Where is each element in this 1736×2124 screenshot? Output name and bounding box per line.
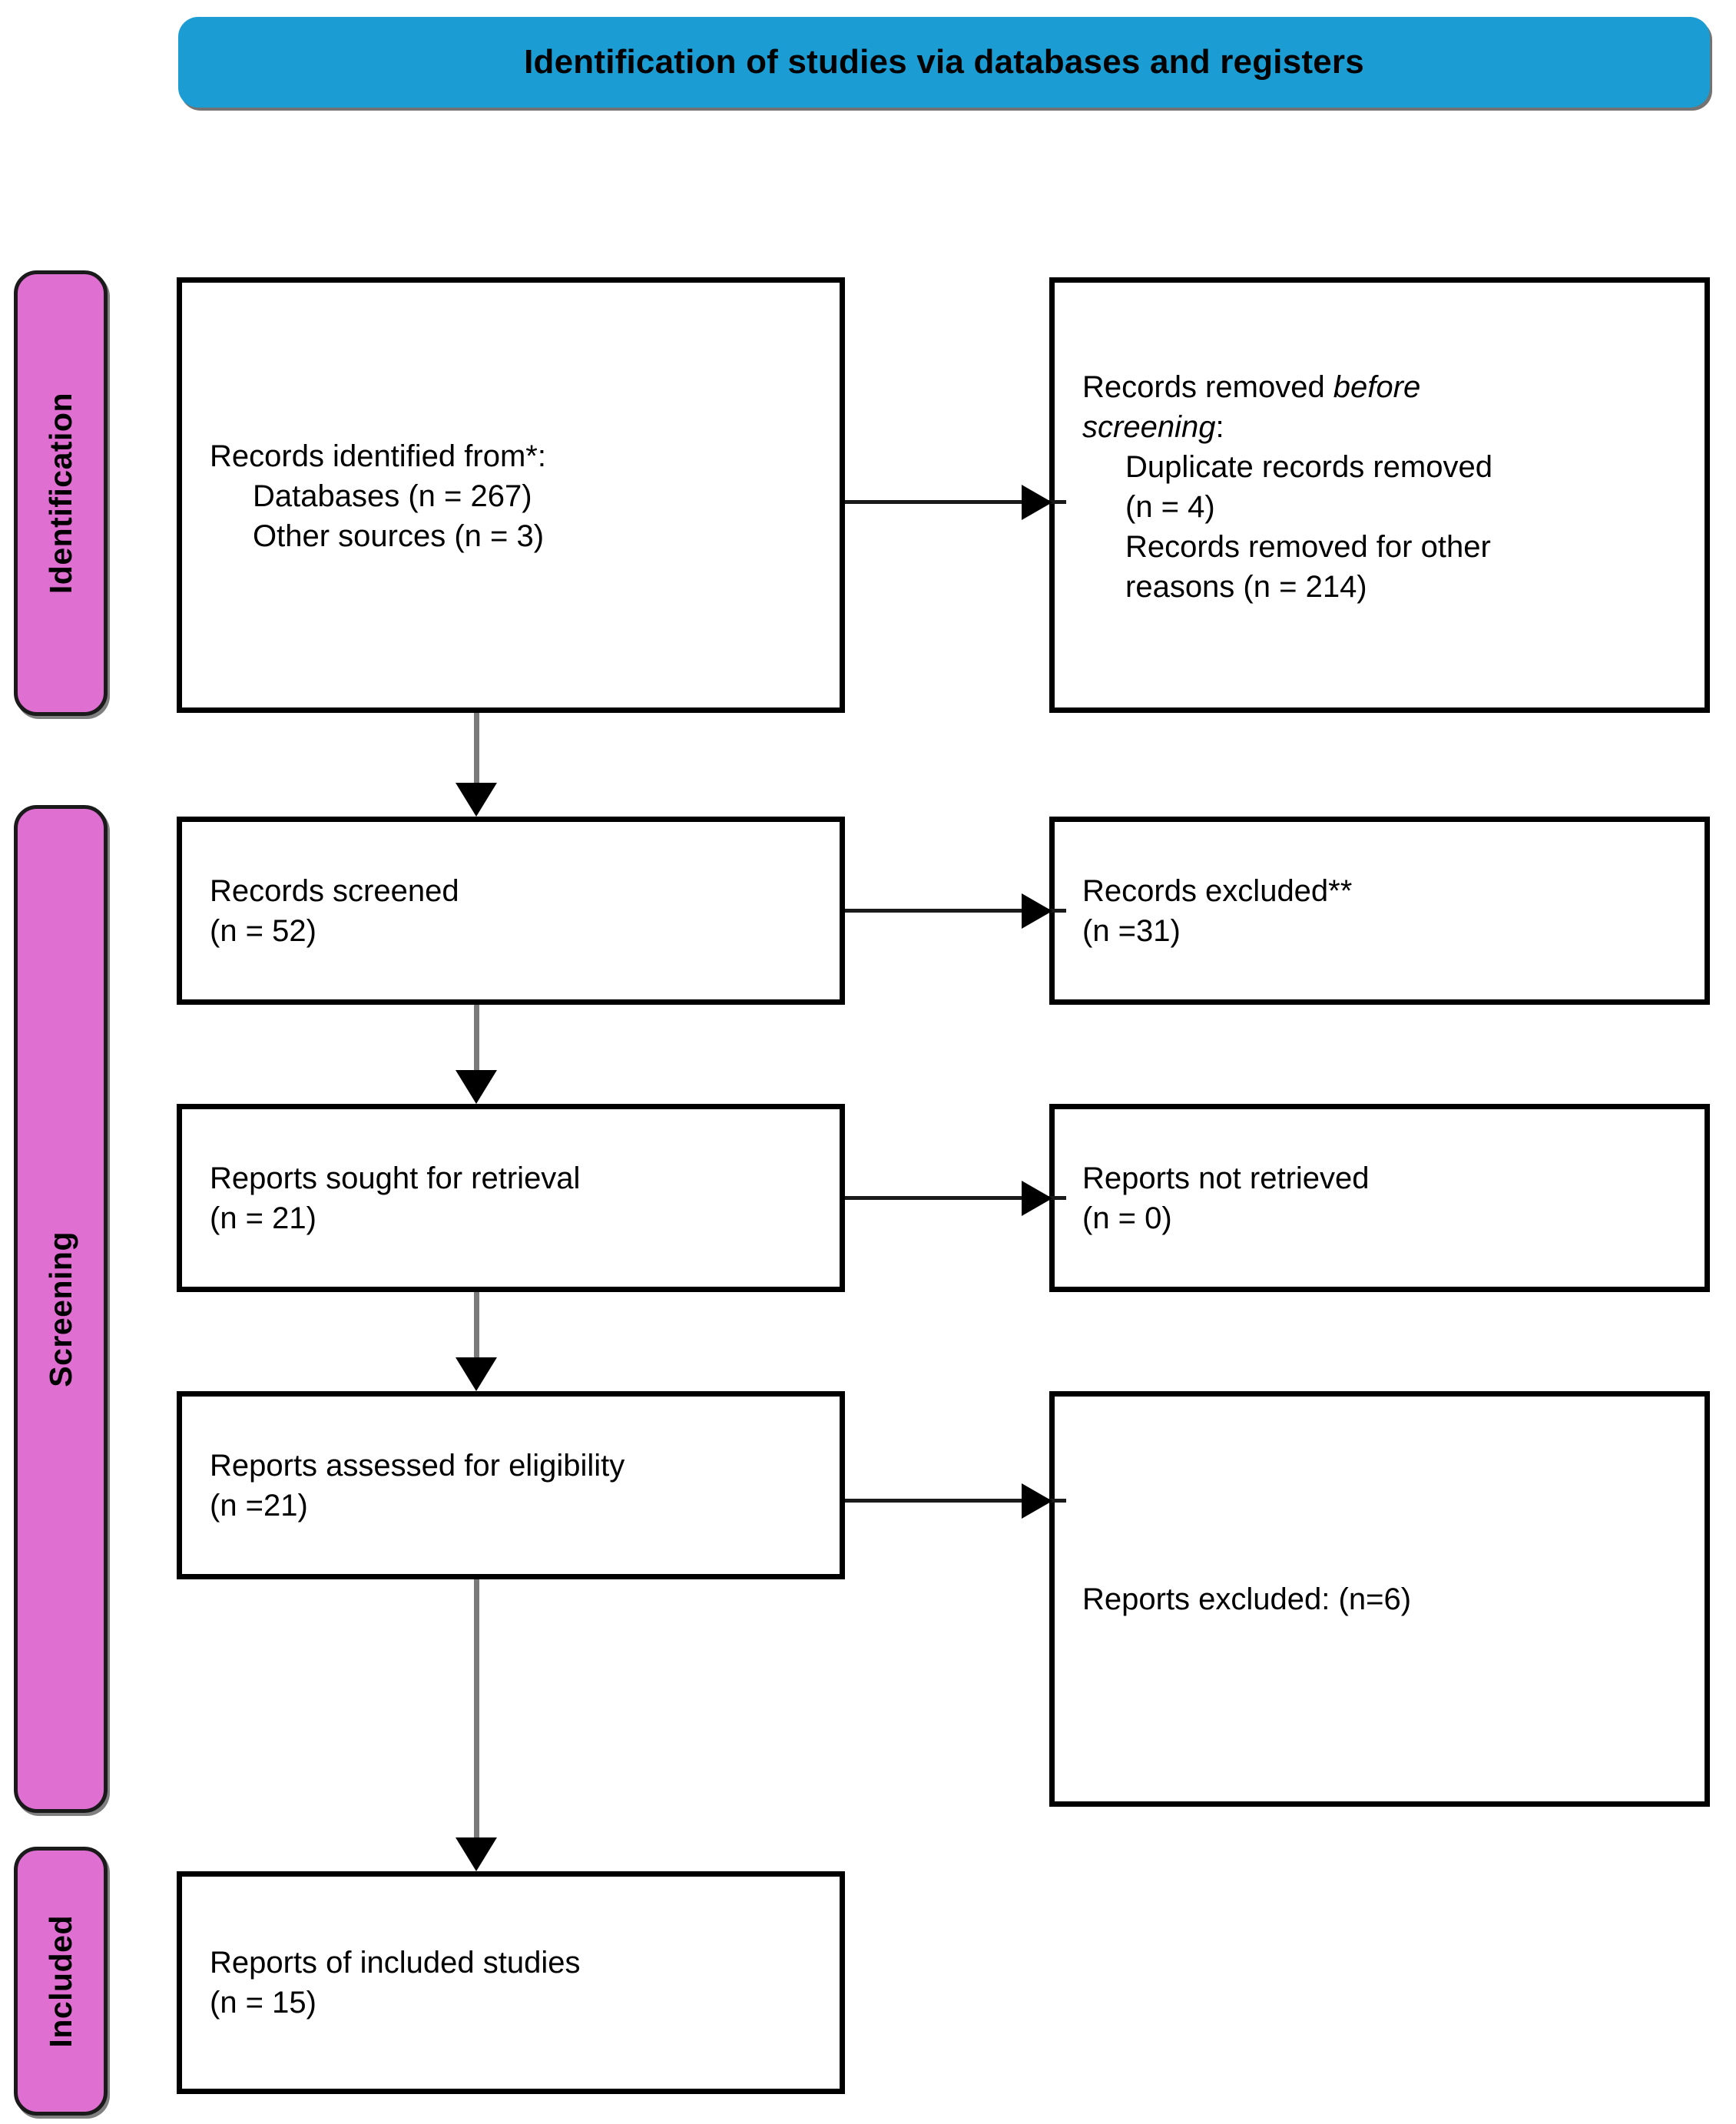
box-reports-sought-for-retrieval: Reports sought for retrieval (n = 21) xyxy=(177,1104,845,1292)
box-records-identified: Records identified from*: Databases (n =… xyxy=(177,277,845,713)
box-reports-of-included-studies: Reports of included studies (n = 15) xyxy=(177,1871,845,2094)
arrow-screened-to-excluded-line xyxy=(845,909,1066,913)
records-removed-colon: : xyxy=(1215,410,1224,444)
reports-not-retrieved-count: (n = 0) xyxy=(1082,1201,1172,1235)
arrow-identified-to-removed-line xyxy=(845,500,1066,504)
records-identified-other-sources: Other sources (n = 3) xyxy=(253,519,545,553)
stage-label-screening: Screening xyxy=(14,805,108,1813)
records-screened-count: (n = 52) xyxy=(210,913,316,948)
arrow-identified-to-removed-head xyxy=(1022,485,1052,520)
arrow-assessed-to-reports-excluded-line xyxy=(845,1499,1066,1503)
duplicate-records-removed-count: (n = 4) xyxy=(1125,490,1215,524)
records-screened-label: Records screened xyxy=(210,873,459,908)
reports-assessed-label: Reports assessed for eligibility xyxy=(210,1448,625,1483)
records-excluded-label: Records excluded** xyxy=(1082,873,1353,908)
records-removed-prefix: Records removed xyxy=(1082,370,1333,404)
records-removed-heading-line-1: Records removed before xyxy=(1082,367,1677,407)
records-removed-italic-before: before xyxy=(1333,370,1421,404)
box-records-excluded: Records excluded** (n =31) xyxy=(1049,817,1710,1005)
arrow-assessed-to-reports-excluded-head xyxy=(1022,1483,1052,1519)
box-records-removed-before-screening: Records removed before screening: Duplic… xyxy=(1049,277,1710,713)
reports-included-label: Reports of included studies xyxy=(210,1946,581,1980)
records-identified-line-1: Records identified from*: xyxy=(210,439,546,473)
box-records-screened: Records screened (n = 52) xyxy=(177,817,845,1005)
arrow-identified-to-screened-head xyxy=(456,783,497,817)
arrow-sought-to-not-retrieved-line xyxy=(845,1196,1066,1200)
arrow-sought-to-not-retrieved-head xyxy=(1022,1181,1052,1216)
reports-sought-label: Reports sought for retrieval xyxy=(210,1161,581,1195)
arrow-screened-to-excluded-head xyxy=(1022,893,1052,929)
duplicate-records-removed-label: Duplicate records removed xyxy=(1125,450,1492,484)
box-reports-excluded: Reports excluded: (n=6) xyxy=(1049,1391,1710,1807)
box-reports-assessed-for-eligibility: Reports assessed for eligibility (n =21) xyxy=(177,1391,845,1579)
records-removed-other-reasons-label: Records removed for other xyxy=(1125,530,1491,564)
records-removed-other-reasons-count: reasons (n = 214) xyxy=(1125,570,1367,604)
stage-included-text: Included xyxy=(42,1914,78,2048)
records-excluded-count: (n =31) xyxy=(1082,913,1181,948)
stage-identification-text: Identification xyxy=(42,392,78,595)
stage-screening-text: Screening xyxy=(42,1231,78,1387)
arrow-identified-to-screened-line xyxy=(474,713,479,786)
reports-excluded-label: Reports excluded: (n=6) xyxy=(1082,1582,1412,1616)
arrow-sought-to-assessed-head xyxy=(456,1357,497,1391)
diagram-header-banner: Identification of studies via databases … xyxy=(178,17,1710,108)
reports-assessed-count: (n =21) xyxy=(210,1488,308,1523)
records-removed-italic-screening: screening xyxy=(1082,410,1216,444)
arrow-screened-to-sought-line xyxy=(474,1005,479,1078)
records-removed-heading-line-2: screening: xyxy=(1082,407,1677,447)
reports-sought-count: (n = 21) xyxy=(210,1201,316,1235)
stage-label-identification: Identification xyxy=(14,270,108,716)
arrow-screened-to-sought-head xyxy=(456,1070,497,1104)
banner-title: Identification of studies via databases … xyxy=(524,43,1364,81)
box-reports-not-retrieved: Reports not retrieved (n = 0) xyxy=(1049,1104,1710,1292)
records-identified-databases: Databases (n = 267) xyxy=(253,479,532,513)
reports-not-retrieved-label: Reports not retrieved xyxy=(1082,1161,1370,1195)
arrow-assessed-to-included-line xyxy=(474,1579,479,1841)
stage-label-included: Included xyxy=(14,1847,108,2116)
reports-included-count: (n = 15) xyxy=(210,1986,316,2020)
arrow-assessed-to-included-head xyxy=(456,1837,497,1871)
arrow-sought-to-assessed-line xyxy=(474,1292,479,1365)
